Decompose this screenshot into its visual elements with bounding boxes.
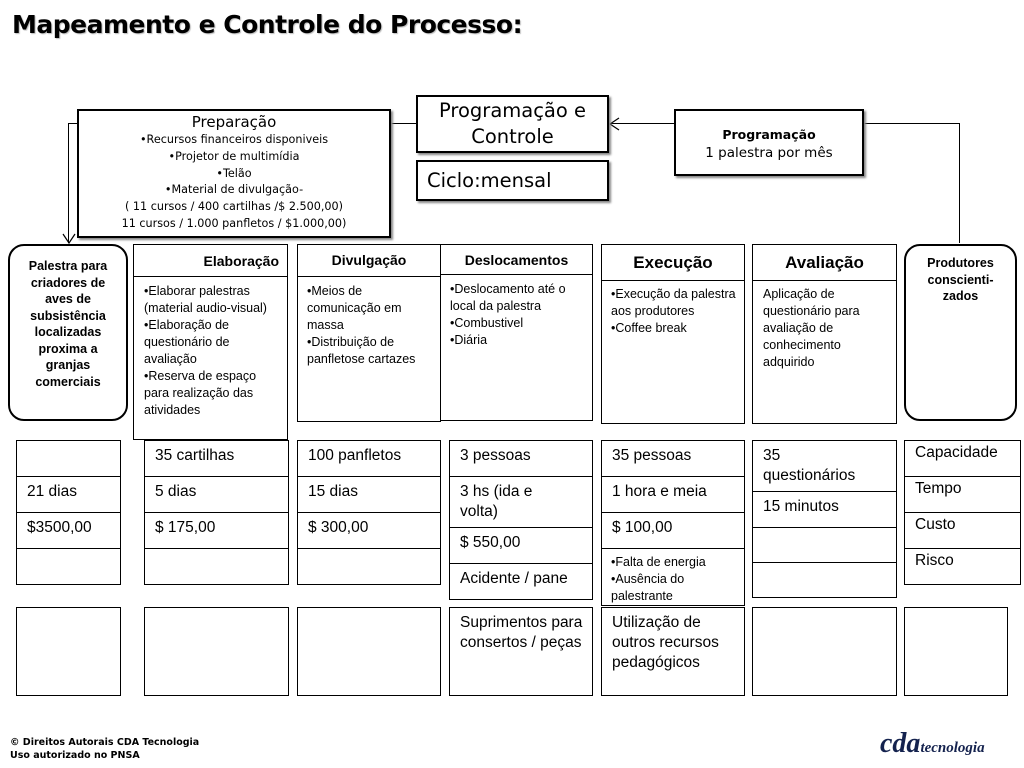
bottom-cell (904, 607, 1008, 696)
grid-cell: 15 dias (297, 476, 441, 513)
copyright-footer: © Direitos Autorais CDA Tecnologia Uso a… (10, 736, 199, 762)
programacao-box: Programação 1 palestra por mês (674, 109, 864, 176)
palestra-target-label: Palestra para criadores de aves de subsi… (28, 259, 108, 389)
stage-heading: Deslocamentos (441, 245, 592, 275)
ciclo-label: Ciclo:mensal (427, 169, 552, 192)
stage-execucao: Execução •Execução da palestra aos produ… (601, 244, 745, 424)
list-item: •Reserva de espaço para realização das a… (144, 369, 257, 417)
grid-cell (16, 548, 121, 585)
grid-cell: 35 questionários (752, 440, 897, 492)
list-item: •Elaboração de questionário de avaliação (144, 318, 230, 366)
grid-cell (752, 527, 897, 563)
stage-elaboracao: Elaboração •Elaborar palestras (material… (133, 244, 288, 440)
list-item: •Deslocamento até o local da palestra (450, 282, 566, 313)
stage-list: •Meios de comunicação em massa •Distribu… (307, 283, 436, 368)
grid-cell (16, 440, 121, 477)
programacao-controle-label: Programação e Controle (438, 99, 587, 148)
stage-heading: Divulgação (298, 245, 440, 277)
grid-cell: 100 panfletos (297, 440, 441, 477)
legend-custo: Custo (904, 512, 1021, 549)
arrow-down-icon (62, 233, 76, 245)
grid-cell (144, 548, 289, 585)
grid-cell: Acidente / pane (449, 563, 593, 600)
grid-cell: 35 pessoas (601, 440, 745, 477)
list-item: •Coffee break (611, 321, 687, 335)
stage-heading: Avaliação (753, 245, 896, 281)
stage-divulgacao: Divulgação •Meios de comunicação em mass… (297, 244, 441, 422)
usage-line: Uso autorizado no PNSA (10, 750, 140, 761)
grid-cell (752, 562, 897, 598)
programacao-heading: Programação (722, 127, 816, 142)
grid-cell: 15 minutos (752, 491, 897, 528)
list-item: •Falta de energia (611, 555, 706, 569)
grid-cell: $ 175,00 (144, 512, 289, 549)
copyright-line: © Direitos Autorais CDA Tecnologia (10, 737, 200, 748)
list-item: •Diária (450, 333, 488, 347)
stage-heading: Execução (602, 245, 744, 281)
legend-tempo: Tempo (904, 476, 1021, 513)
list-item: •Projetor de multimídia (168, 149, 300, 163)
bottom-cell (16, 607, 121, 696)
grid-cell: 3 pessoas (449, 440, 593, 477)
grid-cell: $ 300,00 (297, 512, 441, 549)
bottom-cell (297, 607, 441, 696)
list-item: •Elaborar palestras (material audio-visu… (144, 284, 267, 315)
grid-cell: 5 dias (144, 476, 289, 513)
list-item: •Recursos financeiros disponiveis (139, 133, 329, 146)
programacao-controle-box: Programação e Controle (416, 95, 609, 153)
grid-cell (297, 548, 441, 585)
grid-cell: 1 hora e meia (601, 476, 745, 513)
grid-cell: 35 cartilhas (144, 440, 289, 477)
grid-cell: 21 dias (16, 476, 121, 513)
stage-list: •Deslocamento até o local da palestra •C… (450, 281, 588, 349)
cda-logo: cdatecnologia (880, 728, 985, 760)
risk-cell: •Falta de energia •Ausência do palestran… (601, 548, 745, 606)
legend-capacidade: Capacidade (904, 440, 1021, 477)
stage-list: •Execução da palestra aos produtores •Co… (611, 286, 740, 337)
bottom-cell: Suprimentos para consertos / peças (449, 607, 593, 696)
bottom-cell (144, 607, 289, 696)
list-item: •Meios de comunicação em massa (307, 284, 402, 332)
logo-main: cda (880, 728, 921, 759)
stage-avaliacao: Avaliação Aplicação de questionário para… (752, 244, 897, 424)
legend-risco: Risco (904, 548, 1021, 585)
grid-cell: 3 hs (ida e volta) (449, 476, 593, 528)
list-item: •Material de divulgação- (164, 183, 304, 197)
bottom-cell (752, 607, 897, 696)
preparacao-list: •Recursos financeiros disponiveis •Proje… (79, 132, 389, 233)
logo-sub: tecnologia (920, 740, 985, 756)
produtores-box: Produtores conscienti-zados (904, 244, 1017, 421)
stage-list: Aplicação de questionário para avaliação… (763, 286, 890, 371)
arrow-left-icon (608, 117, 620, 131)
palestra-target-box: Palestra para criadores de aves de subsi… (8, 244, 128, 421)
preparacao-heading: Preparação (191, 113, 277, 131)
preparacao-box: Preparação •Recursos financeiros disponi… (77, 109, 391, 238)
list-item: 11 cursos / 1.000 panfletos / $1.000,00) (121, 216, 347, 230)
bottom-cell: Utilização de outros recursos pedagógico… (601, 607, 745, 696)
produtores-label: Produtores conscienti-zados (927, 256, 994, 303)
list-item: Aplicação de questionário para avaliação… (763, 287, 860, 369)
list-item: •Distribuição de panfletose cartazes (307, 335, 416, 366)
stage-heading: Elaboração (134, 245, 287, 277)
list-item: •Combustivel (450, 316, 524, 330)
list-item: •Execução da palestra aos produtores (611, 287, 736, 318)
list-item: ( 11 cursos / 400 cartilhas /$ 2.500,00) (124, 200, 343, 214)
page-title: Mapeamento e Controle do Processo: (12, 10, 523, 39)
list-item: •Ausência do palestrante (611, 572, 685, 603)
grid-cell: $3500,00 (16, 512, 121, 549)
stage-deslocamentos: Deslocamentos •Deslocamento até o local … (440, 244, 593, 421)
grid-cell: $ 550,00 (449, 527, 593, 564)
list-item: •Telão (216, 166, 252, 180)
ciclo-box: Ciclo:mensal (416, 160, 609, 201)
grid-cell: $ 100,00 (601, 512, 745, 549)
programacao-text: 1 palestra por mês (705, 145, 833, 161)
stage-list: •Elaborar palestras (material audio-visu… (144, 283, 283, 419)
